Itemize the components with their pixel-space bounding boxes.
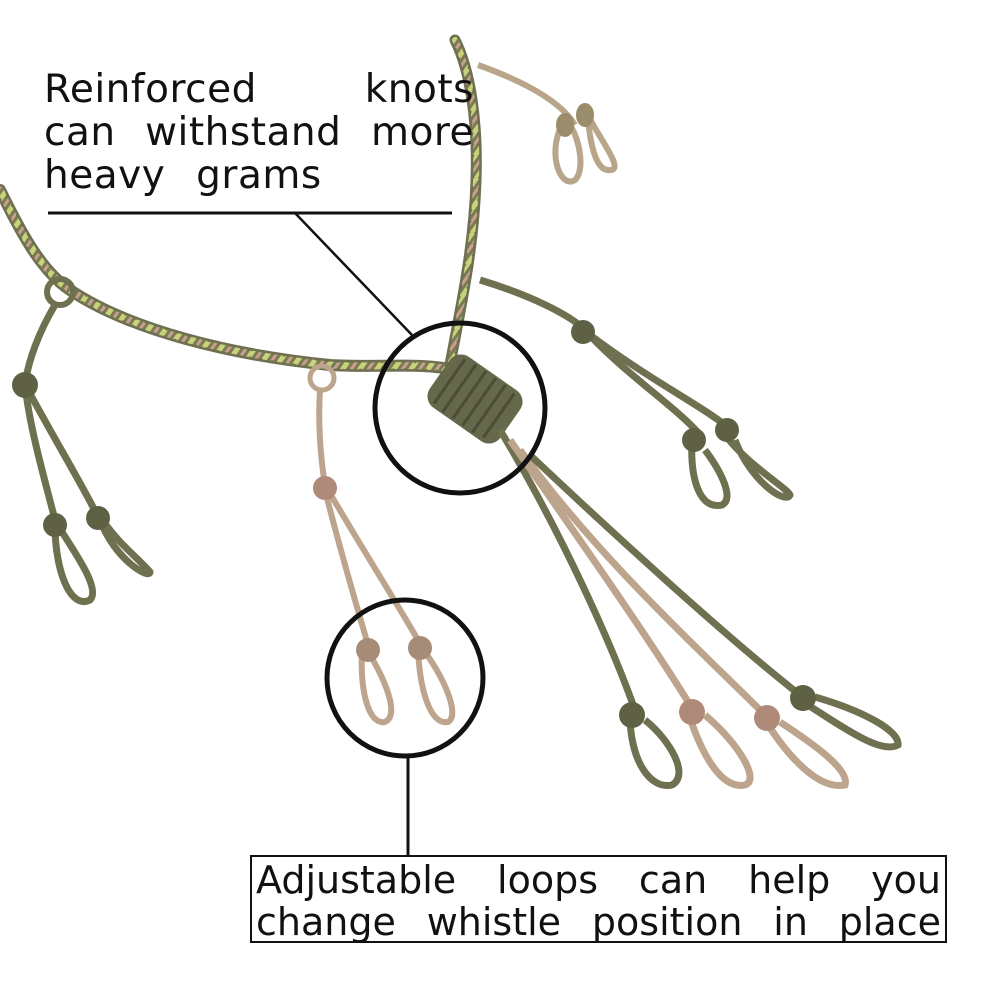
left-loops [12, 276, 154, 605]
knot-highlight-circle [372, 320, 548, 496]
center-loops [307, 363, 456, 726]
reinforced-knot [427, 354, 523, 444]
adjustable-loops-caption-box: Adjustable loops can help you change whi… [250, 855, 947, 943]
caption-line: Reinforced knots [44, 67, 474, 112]
caption-line: can withstand more [44, 110, 474, 155]
right-loops [478, 276, 794, 509]
annotation-lines [48, 211, 548, 855]
caption-line: change whistle position in place [256, 900, 941, 944]
caption-line: Adjustable loops can help you [256, 858, 941, 902]
caption-line: heavy grams [44, 153, 322, 198]
loop-highlight-circle [324, 597, 486, 759]
reinforced-knots-caption: Reinforced knots can withstand more heav… [44, 68, 474, 197]
lower-loops [496, 428, 902, 790]
top-loops [476, 62, 618, 185]
neck-cord [0, 34, 482, 376]
